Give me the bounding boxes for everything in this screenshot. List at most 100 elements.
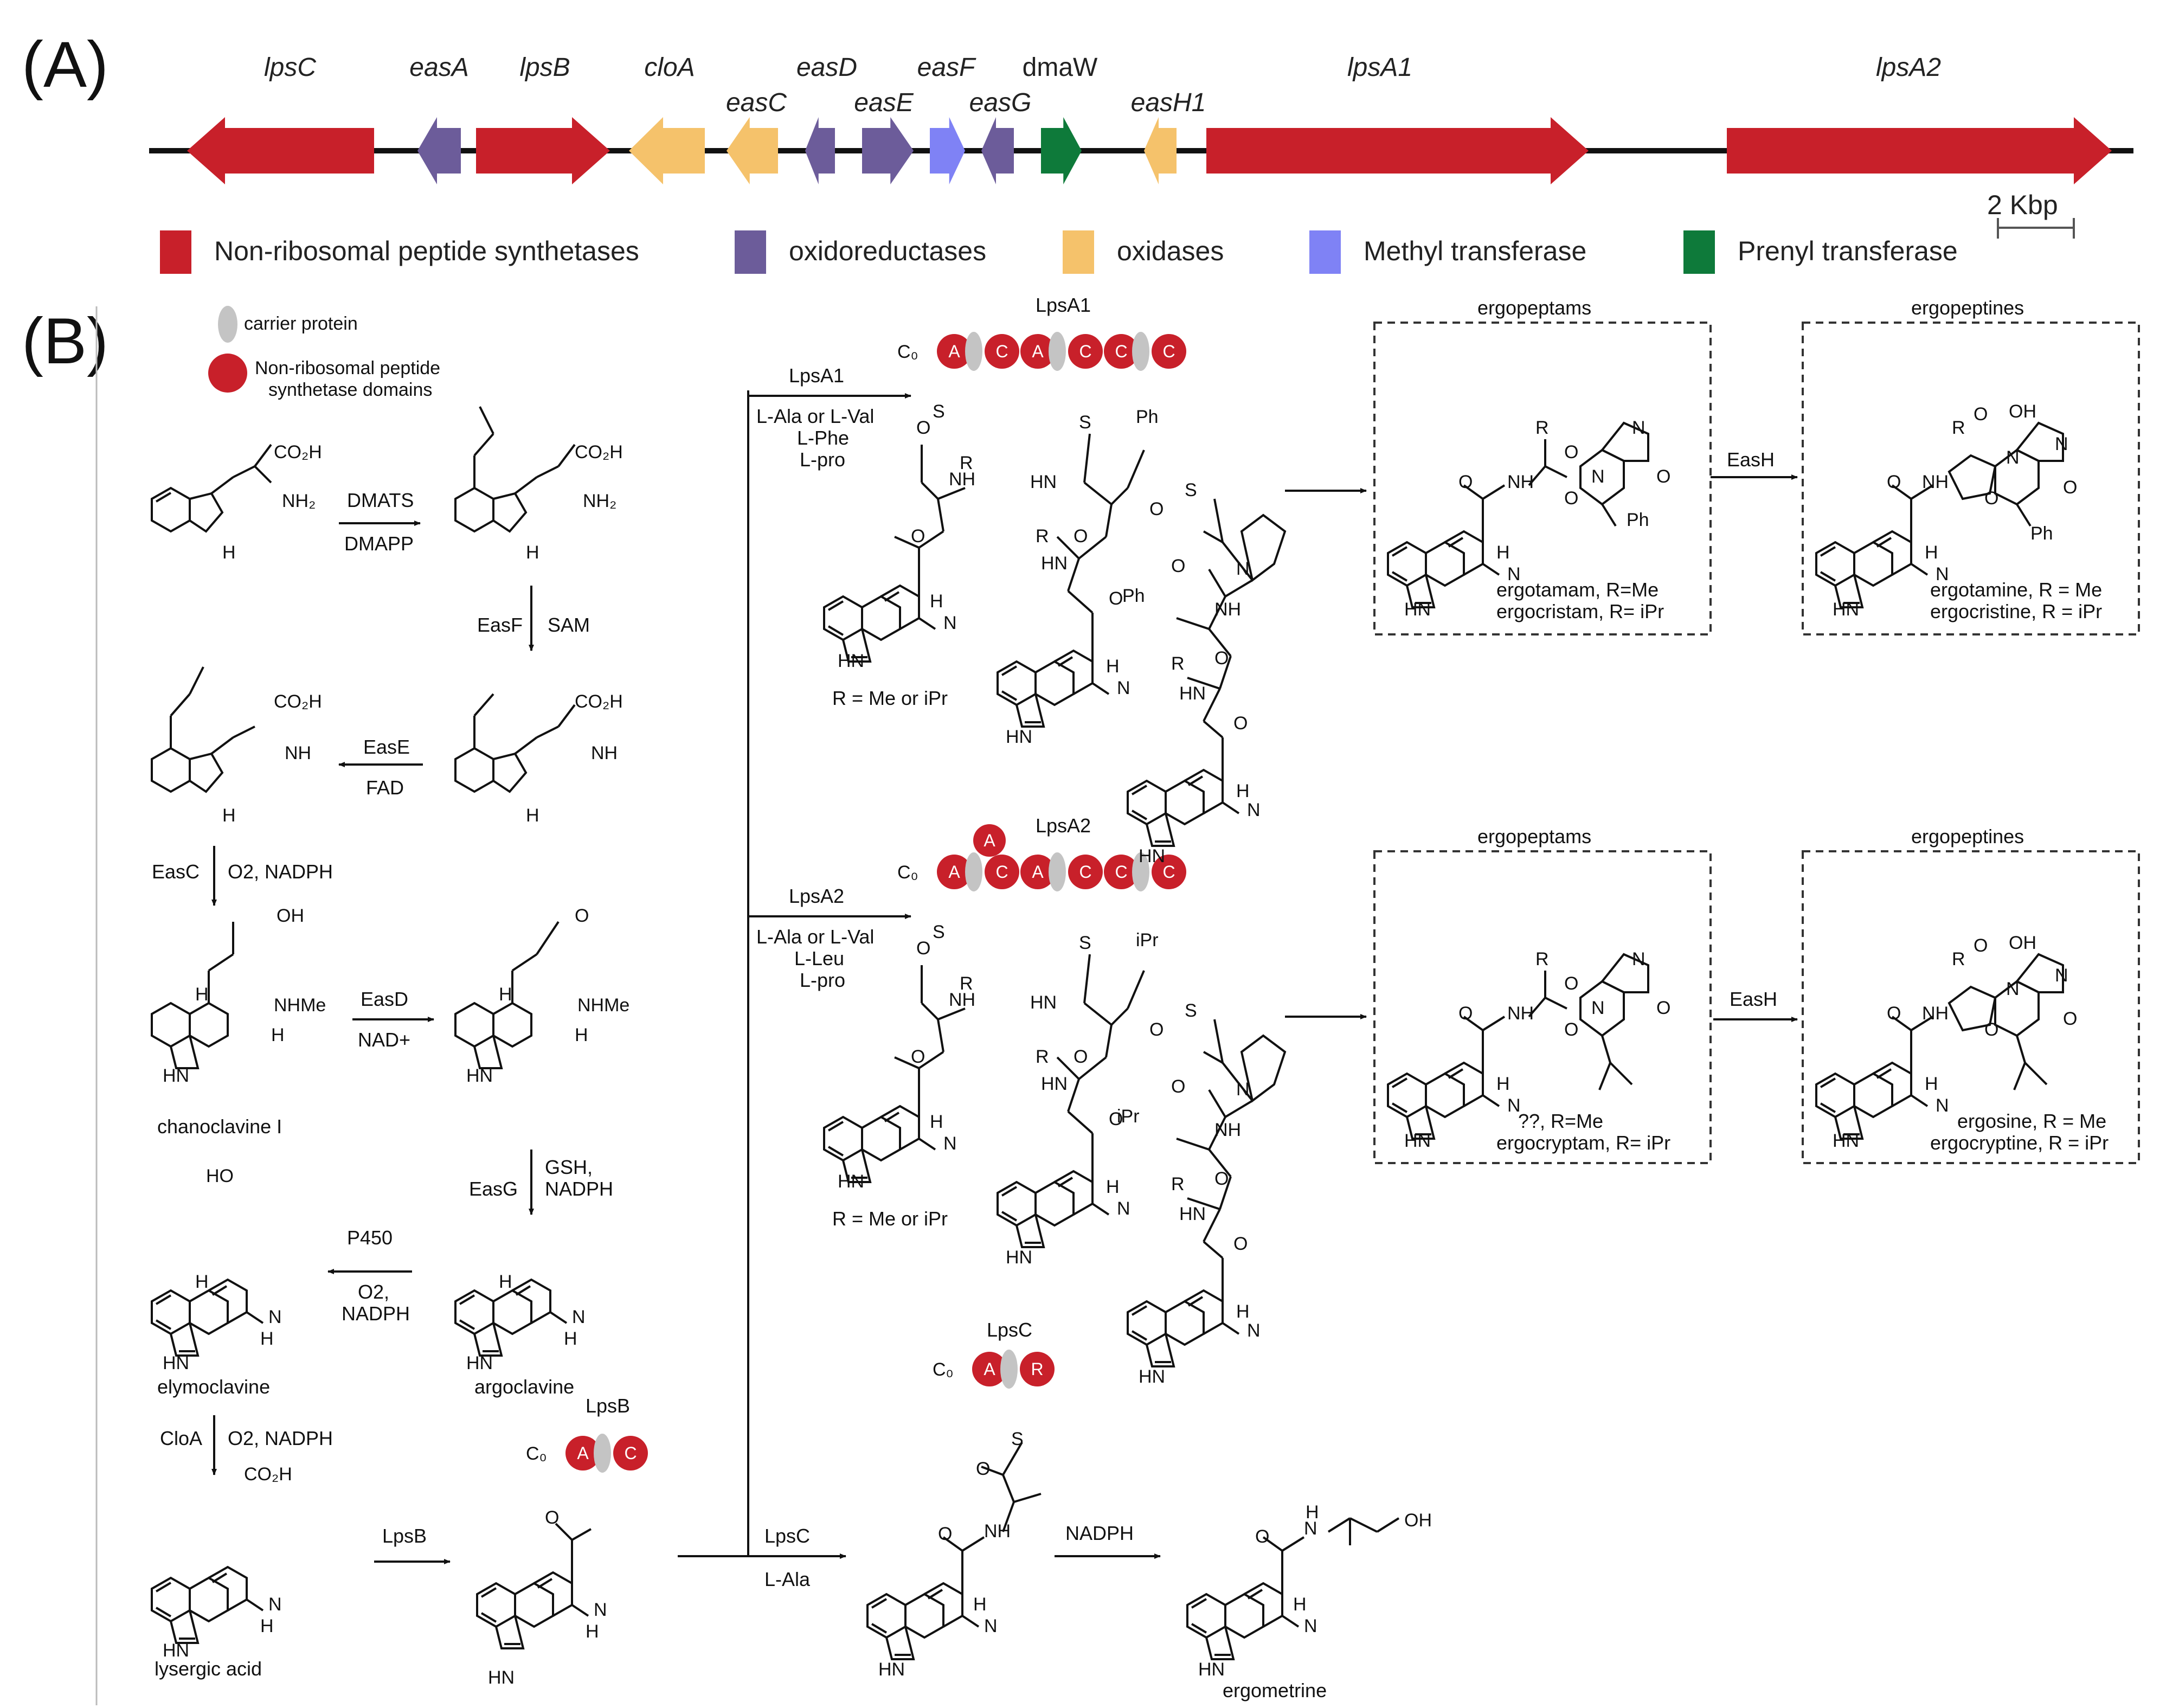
step-easc: EasC bbox=[152, 861, 200, 883]
gene-arrow-easf bbox=[930, 117, 965, 184]
lpsa2-intermediate-3 bbox=[1127, 1019, 1287, 1367]
box3-line1: ??, R=Me bbox=[1518, 1110, 1603, 1132]
lpsa1-intermediate-3 bbox=[1127, 498, 1287, 847]
svg-text:H: H bbox=[260, 1328, 274, 1349]
svg-text:H: H bbox=[1106, 656, 1120, 677]
module-c0-label: C₀ bbox=[897, 342, 918, 362]
gene-label-dmaw: dmaW bbox=[1023, 53, 1098, 82]
svg-text:NHMe: NHMe bbox=[577, 995, 629, 1016]
lpsa1-sub2: L-Phe bbox=[797, 427, 849, 449]
box2-line1: ergotamine, R = Me bbox=[1930, 579, 2102, 601]
svg-text:N: N bbox=[1247, 800, 1261, 820]
svg-text:O: O bbox=[1171, 556, 1185, 576]
nrps-domain-a bbox=[565, 1436, 600, 1471]
carrier-protein-domain bbox=[1049, 852, 1066, 891]
step-lala: L-Ala bbox=[764, 1568, 811, 1590]
gene-label-lpsc: lpsC bbox=[264, 53, 316, 82]
svg-text:O: O bbox=[1074, 1046, 1088, 1067]
svg-text:H: H bbox=[499, 1272, 512, 1292]
nrps-domain-letter: C bbox=[1162, 862, 1175, 882]
nrps-domain-letter: C bbox=[1079, 862, 1091, 882]
svg-text:N: N bbox=[984, 1616, 998, 1636]
svg-text:HN: HN bbox=[163, 1353, 189, 1373]
nrps-domain-c bbox=[613, 1436, 648, 1471]
svg-text:O: O bbox=[1564, 488, 1578, 509]
svg-text:O: O bbox=[1887, 472, 1901, 492]
nrps-domain-letter: C bbox=[1115, 862, 1127, 882]
svg-text:NH: NH bbox=[591, 743, 618, 763]
chanoclavine-structure bbox=[151, 922, 234, 1069]
svg-text:S: S bbox=[1011, 1429, 1024, 1449]
svg-text:H: H bbox=[526, 805, 539, 826]
svg-text:O: O bbox=[545, 1507, 559, 1528]
gene-arrow-lpsa2 bbox=[1727, 117, 2112, 184]
svg-text:O: O bbox=[1458, 472, 1473, 492]
svg-text:HO: HO bbox=[206, 1166, 234, 1186]
svg-text:S: S bbox=[1079, 412, 1091, 433]
nrps-domain-key-icon bbox=[208, 354, 247, 393]
svg-text:H: H bbox=[586, 1621, 599, 1642]
compound-ergometrine: ergometrine bbox=[1223, 1679, 1327, 1701]
svg-text:Ph: Ph bbox=[1122, 586, 1145, 606]
box2-title: ergopeptines bbox=[1911, 297, 2024, 319]
box3-line2: ergocryptam, R= iPr bbox=[1496, 1132, 1670, 1154]
svg-text:H: H bbox=[222, 542, 236, 563]
gene-arrow-easg bbox=[981, 117, 1014, 184]
gene-arrow-easa bbox=[417, 117, 461, 184]
svg-text:HN: HN bbox=[1030, 472, 1057, 492]
lpsc-intermediate-structure bbox=[866, 1441, 1042, 1660]
nrps-domain-c bbox=[1068, 334, 1103, 369]
tryptophan-structure bbox=[151, 444, 272, 533]
gene-label-lpsb: lpsB bbox=[519, 53, 570, 82]
svg-text:HN: HN bbox=[1404, 599, 1431, 620]
svg-text:OH: OH bbox=[2009, 933, 2036, 953]
carrier-protein-domain bbox=[1132, 332, 1149, 371]
svg-text:H: H bbox=[222, 805, 236, 826]
svg-text:HN: HN bbox=[1041, 1074, 1068, 1094]
svg-text:O: O bbox=[1984, 1019, 1998, 1040]
step-dmats: DMATS bbox=[347, 489, 414, 511]
svg-text:N: N bbox=[268, 1307, 282, 1327]
svg-text:HN: HN bbox=[466, 1065, 493, 1086]
svg-text:NH: NH bbox=[1922, 472, 1949, 492]
lpsa1-intermediate-2 bbox=[997, 433, 1145, 728]
svg-text:Ph: Ph bbox=[1136, 407, 1159, 427]
svg-text:OH: OH bbox=[2009, 401, 2036, 422]
svg-text:H: H bbox=[973, 1594, 987, 1615]
gene-label-easc: easC bbox=[726, 88, 787, 117]
svg-text:NH: NH bbox=[984, 1521, 1011, 1542]
panel-a-label: (A) bbox=[22, 28, 108, 101]
step-nadph-final: NADPH bbox=[1065, 1522, 1134, 1544]
svg-text:N: N bbox=[1117, 678, 1130, 698]
ergopeptine-structure-2 bbox=[1815, 953, 2064, 1140]
svg-text:H: H bbox=[1496, 1074, 1510, 1094]
svg-text:Ph: Ph bbox=[2030, 523, 2053, 544]
svg-text:O: O bbox=[1074, 526, 1088, 547]
svg-text:O: O bbox=[1564, 442, 1578, 463]
ergopeptam-structure-1 bbox=[1387, 421, 1649, 608]
svg-text:O: O bbox=[1984, 488, 1998, 509]
svg-text:HN: HN bbox=[488, 1667, 515, 1688]
box4-title: ergopeptines bbox=[1911, 825, 2024, 847]
gene-arrow-eash1 bbox=[1144, 117, 1177, 184]
svg-text:CO₂H: CO₂H bbox=[274, 442, 322, 463]
gene-arrow-dmaw bbox=[1041, 117, 1082, 184]
svg-text:HN: HN bbox=[1833, 1131, 1859, 1151]
nrps-key-line1: Non-ribosomal peptide bbox=[255, 358, 440, 378]
svg-text:O: O bbox=[2063, 477, 2077, 498]
nrps-domain-letter: R bbox=[1031, 1359, 1043, 1379]
svg-text:H: H bbox=[195, 1272, 209, 1292]
legend-label-methyl: Methyl transferase bbox=[1364, 236, 1586, 266]
box1-line2: ergocristam, R= iPr bbox=[1496, 600, 1664, 622]
nrps-domain-a-extra bbox=[973, 824, 1006, 857]
svg-text:O: O bbox=[1564, 973, 1578, 994]
svg-text:HN: HN bbox=[1006, 1247, 1032, 1268]
gene-arrows bbox=[187, 117, 2112, 184]
step-ease: EasE bbox=[363, 736, 410, 758]
gene-arrow-lpsb bbox=[476, 117, 610, 184]
svg-text:HN: HN bbox=[1198, 1659, 1225, 1680]
nrps-domain-letter: C bbox=[995, 862, 1008, 882]
legend-swatch-methyl bbox=[1309, 230, 1341, 274]
